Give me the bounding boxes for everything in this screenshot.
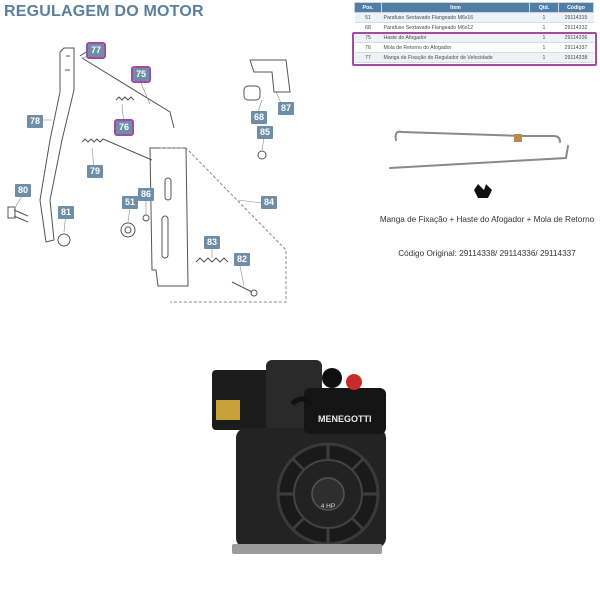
- table-row: 68 Parafuso Sextavado Flangeado M6x12 1 …: [354, 22, 594, 33]
- table-row: 75 Haste do Afogador 1 29114336: [354, 32, 594, 43]
- parts-photo: [389, 130, 569, 198]
- bracket-plate-part: [149, 147, 189, 287]
- callout-78: 78: [27, 115, 43, 128]
- pull-handle: [290, 396, 314, 406]
- table-row: 77 Manga de Fixação do Regulador de Velo…: [354, 52, 594, 63]
- product-caption: Manga de Fixação + Haste do Afogador + M…: [379, 215, 595, 224]
- callout-75: 75: [131, 66, 151, 83]
- lever-part: [39, 47, 75, 243]
- table-row: 76 Mola de Retorno do Afogador 1 2911433…: [354, 42, 594, 53]
- warning-label: [216, 400, 240, 420]
- callout-77: 77: [86, 42, 106, 59]
- callout-81: 81: [58, 206, 74, 219]
- cell-item: Parafuso Sextavado Flangeado M6x16: [381, 12, 530, 23]
- table-header-row: Pos. Item Qtd. Código: [354, 2, 594, 13]
- callout-51: 51: [122, 196, 138, 209]
- cap-ring: [322, 368, 342, 388]
- return-spring-photo: [394, 130, 561, 143]
- callout-84: 84: [261, 196, 277, 209]
- callout-86: 86: [138, 188, 154, 201]
- page-title: REGULAGEM DO MOTOR: [4, 3, 204, 20]
- fixing-sleeve-photo: [474, 184, 492, 198]
- fuel-cap: [346, 374, 362, 390]
- starter-hub: [311, 477, 345, 511]
- engine-image: MENEGOTTI 4 HP: [212, 360, 386, 554]
- exploded-diagram: [7, 47, 291, 303]
- cell-item: Haste do Afogador: [381, 32, 530, 43]
- cell-pos: 77: [354, 52, 382, 63]
- table-row: 51 Parafuso Sextavado Flangeado M6x16 1 …: [354, 12, 594, 23]
- callout-87: 87: [278, 102, 294, 115]
- cell-item: Mola de Retorno do Afogador: [381, 42, 530, 53]
- col-item: Item: [381, 2, 530, 13]
- cell-pos: 75: [354, 32, 382, 43]
- spring-83-part: [195, 257, 229, 263]
- choke-rod-photo: [389, 145, 569, 169]
- cell-item: Parafuso Sextavado Flangeado M6x12: [381, 22, 530, 33]
- parts-table: Pos. Item Qtd. Código 51 Parafuso Sextav…: [354, 2, 594, 63]
- hp-badge: 4 HP: [321, 503, 335, 510]
- cell-pos: 76: [354, 42, 382, 53]
- cell-qtd: 1: [529, 22, 559, 33]
- spring-79-part: [81, 138, 153, 161]
- cell-codigo: 29114336: [558, 32, 594, 43]
- cell-codigo: 29114337: [558, 42, 594, 53]
- cell-codigo: 29114332: [558, 22, 594, 33]
- brand-text: MENEGOTTI: [318, 414, 372, 424]
- callout-85: 85: [257, 126, 273, 139]
- callout-68: 68: [251, 111, 267, 124]
- engine-base: [232, 544, 382, 554]
- callout-82: 82: [234, 253, 250, 266]
- cell-pos: 51: [354, 12, 382, 23]
- spring-coil-photo: [514, 134, 522, 142]
- bolt-82-part: [231, 281, 253, 293]
- callout-79: 79: [87, 165, 103, 178]
- cell-codigo: 29114338: [558, 52, 594, 63]
- highlight-box: [352, 32, 597, 66]
- callout-83: 83: [204, 236, 220, 249]
- sleeve-87-part: [249, 59, 291, 93]
- original-codes: Código Original: 29114338/ 29114336/ 291…: [398, 249, 576, 258]
- callout-76: 76: [114, 119, 134, 136]
- cell-qtd: 1: [529, 12, 559, 23]
- col-codigo: Código: [558, 2, 594, 13]
- cell-codigo: 29114315: [558, 12, 594, 23]
- fuel-tank: [304, 388, 386, 434]
- cell-qtd: 1: [529, 42, 559, 53]
- cell-pos: 68: [354, 22, 382, 33]
- choke-rod-part: [79, 51, 175, 129]
- return-spring-part: [115, 96, 135, 101]
- col-pos: Pos.: [354, 2, 382, 13]
- col-qtd: Qtd.: [529, 2, 559, 13]
- cell-qtd: 1: [529, 52, 559, 63]
- callout-80: 80: [15, 184, 31, 197]
- cell-qtd: 1: [529, 32, 559, 43]
- cell-item: Manga de Fixação do Regulador de Velocid…: [381, 52, 530, 63]
